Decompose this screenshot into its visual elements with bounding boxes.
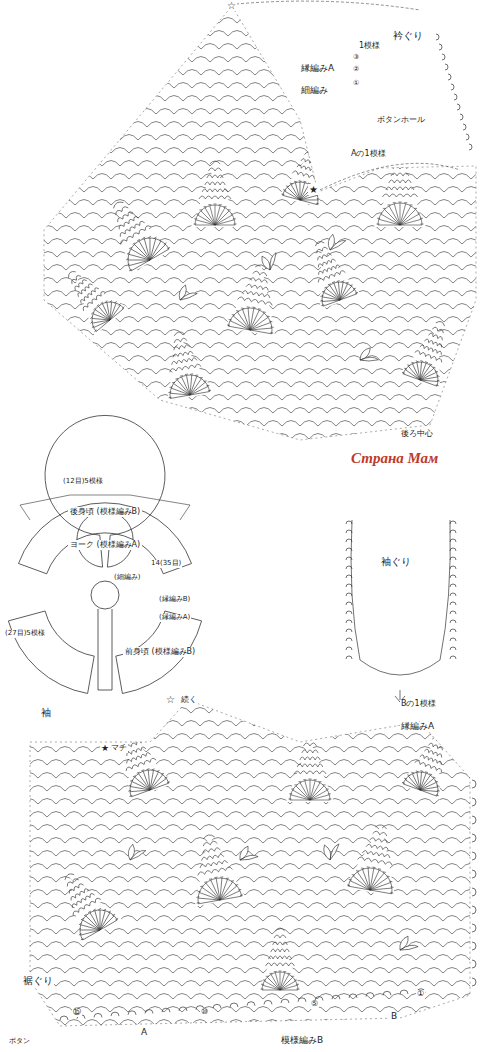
pattern-piece: 前身頃 (模様編みB) — [123, 647, 197, 658]
chart-label: B — [390, 1012, 398, 1022]
piece-name: ヨーク (模様編みA) — [70, 541, 140, 550]
chart-label: A — [140, 1028, 148, 1038]
chart-label: マチ — [110, 744, 128, 753]
chart-label: (27目)5模様 — [4, 630, 46, 638]
chart-label: ★ — [100, 744, 110, 754]
chart-label: (細編み) — [113, 574, 141, 582]
chart-label: 裾ぐり — [22, 975, 54, 986]
chart-label: 1模様 — [358, 42, 381, 51]
chart-label: 後ろ中心 — [400, 430, 434, 439]
chart-label: 縁編みA — [300, 64, 335, 74]
chart-label: ☆ — [165, 694, 176, 705]
pattern-piece: ヨーク (模様編みA) — [68, 540, 142, 551]
piece-name: 後身頃 (模様編みB) — [70, 508, 140, 517]
chart-label: ボタン — [8, 1038, 31, 1046]
chart-label: ② — [352, 66, 360, 74]
pattern-piece: 後身頃 (模様編みB) — [68, 507, 142, 518]
chart-label: ① — [416, 990, 425, 999]
chart-label: Bの1模様 — [400, 700, 437, 709]
chart-label: ⑮ — [72, 1008, 82, 1017]
chart-label: ★ — [308, 184, 319, 195]
chart-label: ⑤ — [310, 1000, 319, 1009]
chart-label: 14(35目) — [150, 560, 182, 568]
chart-label: ⑩ — [200, 1008, 209, 1017]
chart-label: ☆ — [226, 0, 237, 11]
chart-label: 細編み — [300, 86, 329, 96]
chart-label: 続く — [180, 696, 198, 705]
chart-label: 袖ぐり — [380, 556, 412, 567]
watermark: Страна Мам — [350, 450, 439, 467]
chart-label: (縁編みA) — [158, 614, 191, 622]
piece-name: 前身頃 (模様編みB) — [125, 648, 195, 657]
chart-label: (12目)5模様 — [62, 478, 104, 486]
chart-label: Aの1模様 — [350, 150, 387, 159]
chart-label: 縁編みA — [400, 722, 435, 732]
chart-label: ボタンホール — [376, 116, 426, 125]
chart-label: 衿ぐり — [392, 30, 424, 41]
chart-label: ③ — [352, 54, 360, 62]
chart-label: 袖 — [40, 707, 52, 718]
chart-label: (縁編みB) — [158, 596, 191, 604]
chart-label: ① — [352, 80, 360, 88]
chart-label: 模様編みB — [280, 1036, 324, 1046]
